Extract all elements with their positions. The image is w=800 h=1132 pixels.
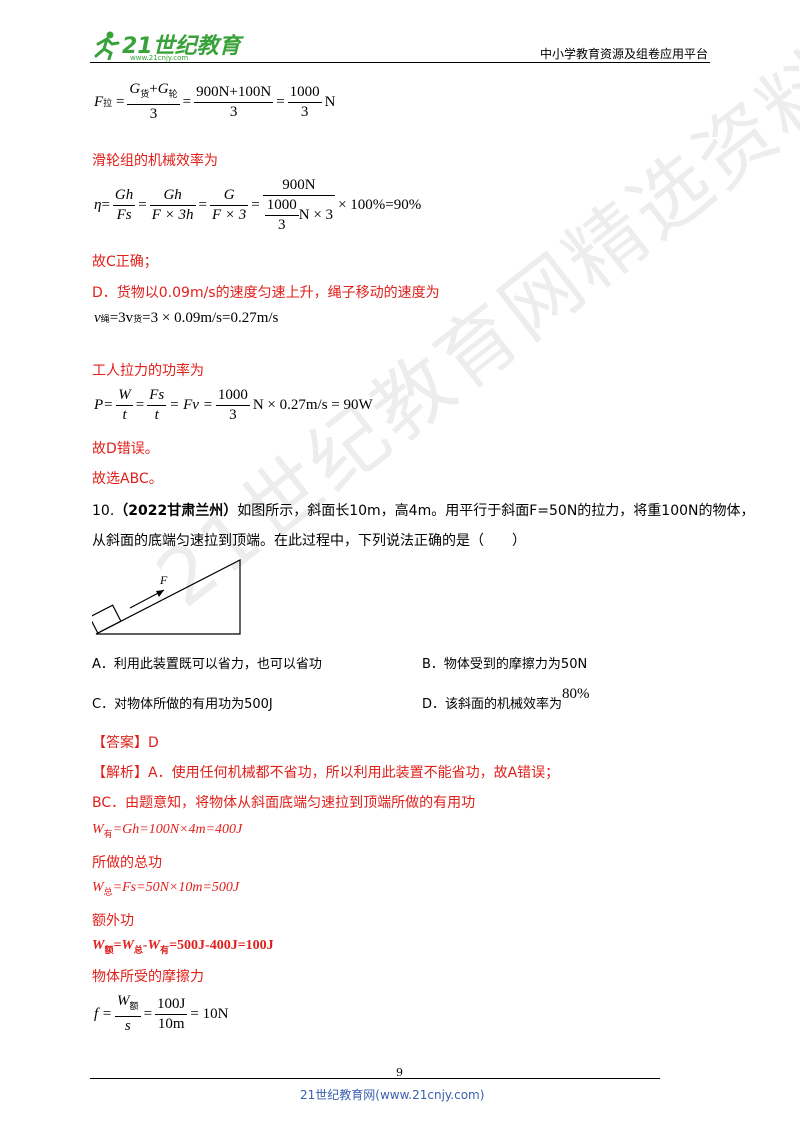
header-right-text: 中小学教育资源及组卷应用平台 <box>539 47 708 61</box>
option-b: B．物体受到的摩擦力为50N <box>422 657 588 672</box>
total-work-heading: 所做的总功 <box>92 855 162 871</box>
efficiency-heading: 滑轮组的机械效率为 <box>92 153 218 169</box>
choose-answer: 故选ABC。 <box>92 471 163 487</box>
power-heading: 工人拉力的功率为 <box>92 363 204 379</box>
logo-subtext: www.21cnjy.com <box>130 54 189 62</box>
force-arrowhead <box>156 590 164 597</box>
bc-text: BC．由题意知，将物体从斜面底端匀速拉到顶端所做的有用功 <box>92 795 476 811</box>
question-10-line1: 10.（2022甘肃兰州）如图所示，斜面长10m，高4m。用平行于斜面F=50N… <box>92 500 755 520</box>
analysis-tag: 【解析】 <box>92 765 148 781</box>
page-number: 9 <box>396 1066 403 1079</box>
option-d-text: D．该斜面的机械效率为 <box>422 697 563 712</box>
logo: 21世纪教育 www.21cnjy.com <box>92 28 252 64</box>
extra-work-heading: 额外功 <box>92 913 134 929</box>
block-on-incline <box>92 604 122 634</box>
w-total: W总=Fs=50N×10m=500J <box>92 880 240 897</box>
header-divider <box>90 62 710 63</box>
answer-line: 【答案】D <box>92 735 159 751</box>
option-c: C．对物体所做的有用功为500J <box>92 697 273 712</box>
c-correct: 故C正确； <box>92 254 158 270</box>
analysis-a: 【解析】A．使用任何机械都不省功，所以利用此装置不能省功，故A错误； <box>92 762 559 782</box>
option-d-value: 80% <box>562 686 590 702</box>
d-statement: D．货物以0.09m/s的速度匀速上升，绳子移动的速度为 <box>92 285 440 301</box>
question-10-line2: 从斜面的底端匀速拉到顶端。在此过程中，下列说法正确的是（ ） <box>92 533 526 549</box>
option-d: D．该斜面的机械效率为80% <box>422 686 590 713</box>
question-number: 10. <box>92 503 115 519</box>
footer-divider <box>90 1078 660 1079</box>
logo-text: 21世纪教育 <box>122 34 241 59</box>
incline-slope <box>95 559 241 635</box>
force-label: F <box>159 573 168 587</box>
question-stem-line1: 如图所示，斜面长10m，高4m。用平行于斜面F=50N的拉力，将重100N的物体… <box>237 503 755 519</box>
runner-logo-icon <box>94 31 120 60</box>
w-extra: W额=W总-W有=500J-400J=100J <box>92 938 274 955</box>
option-a: A．利用此装置既可以省力，也可以省功 <box>92 657 322 672</box>
d-wrong: 故D错误。 <box>92 441 159 457</box>
question-source: （2022甘肃兰州） <box>114 503 238 519</box>
analysis-a-text: A．使用任何机械都不省功，所以利用此装置不能省功，故A错误； <box>148 765 560 781</box>
w-useful: W有=Gh=100N×4m=400J <box>92 822 243 839</box>
friction-heading: 物体所受的摩擦力 <box>92 969 204 985</box>
incline-diagram: F <box>92 559 241 635</box>
footer-site[interactable]: 21世纪教育网(www.21cnjy.com) <box>300 1088 485 1102</box>
